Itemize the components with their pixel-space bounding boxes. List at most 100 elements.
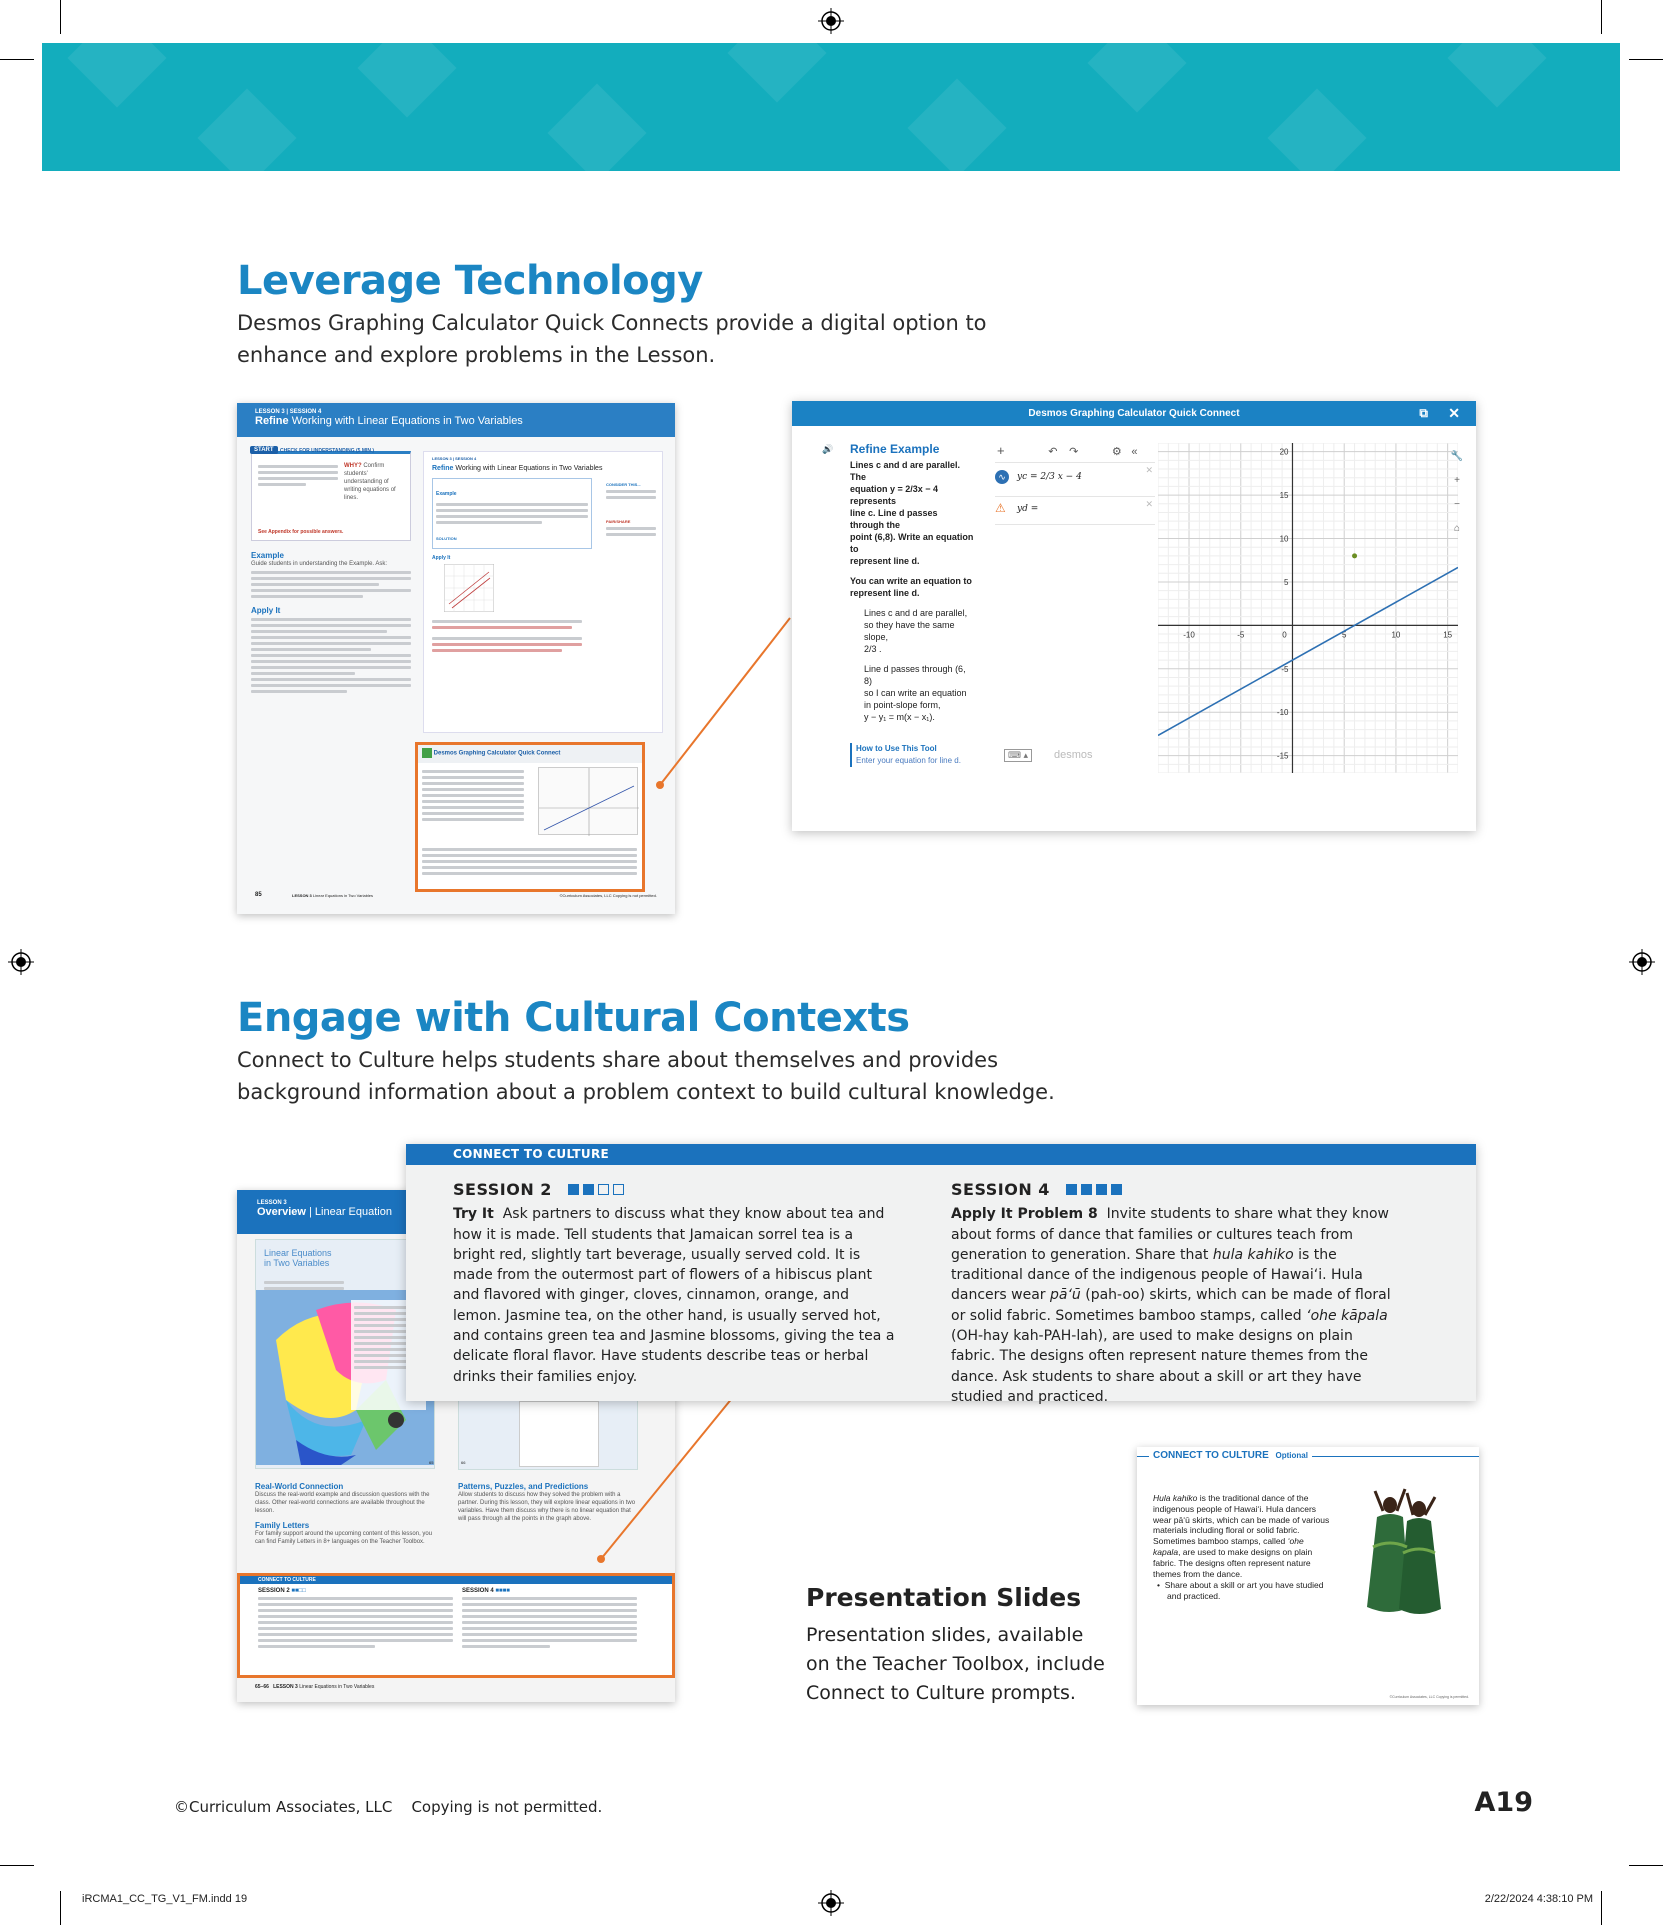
wrench-icon[interactable]: 🔧 (1450, 451, 1464, 462)
close-icon[interactable]: ✕ (1448, 405, 1460, 421)
crop-mark (1629, 59, 1663, 60)
x-tick-label: 0 (1282, 630, 1287, 639)
page-title: Working with Linear Equations in Two Var… (291, 415, 523, 427)
expression-1[interactable]: yc = 2/3 x − 4 (1017, 472, 1082, 482)
delete-icon[interactable]: ✕ (1145, 465, 1153, 475)
footer-copy-note: Copying is not permitted. (411, 1798, 603, 1816)
culture-slide-thumbnail: CONNECT TO CULTURE Optional Hula kahiko … (1137, 1447, 1479, 1705)
expand-icon[interactable]: ⧉ (1419, 406, 1428, 420)
refine-line: represent line d. (850, 556, 920, 566)
slide-text: Hula kahiko is the traditional dance of … (1153, 1493, 1330, 1602)
session4-em-c: ‘ohe kāpala (1306, 1307, 1388, 1324)
para1-text: Lines c and d are parallel, so they have … (864, 607, 974, 655)
overview-title-bold: Overview (257, 1206, 306, 1218)
overview-s2-label: SESSION 2 (258, 1588, 290, 1594)
example-text: Guide students in understanding the Exam… (251, 561, 388, 567)
slug-file: iRCMA1_CC_TG_V1_FM.indd 19 (82, 1893, 248, 1905)
lesson-page-header: LESSON 3 | SESSION 4 Refine Working with… (237, 403, 675, 437)
footer-lesson: LESSON 3 (292, 893, 312, 898)
footer-copyright-small: ©Curriculum Associates, LLC Copying is n… (559, 893, 657, 898)
why-label: WHY? (344, 463, 362, 469)
session4-em-a: hula kahiko (1212, 1246, 1294, 1263)
expression-2[interactable]: yd = (1017, 504, 1039, 514)
slide-footer: ©Curriculum Associates, LLC Copying is p… (1389, 1695, 1469, 1699)
desmos-box-title: Desmos Graphing Calculator Quick Connect (433, 750, 561, 757)
section-intro-culture: Connect to Culture helps students share … (237, 1048, 1055, 1104)
registration-mark-icon (8, 949, 34, 975)
overview-culture-box: CONNECT TO CULTURE SESSION 2 ■■□□ SESSIO… (237, 1573, 675, 1678)
crop-mark (0, 1865, 34, 1866)
zoom-out-icon[interactable]: − (1454, 499, 1460, 510)
desmos-callout-thumb: Desmos Graphing Calculator Quick Connect (415, 742, 645, 892)
patterns-label: Patterns, Puzzles, and Predictions (458, 1482, 589, 1491)
y-tick-label: 15 (1280, 491, 1289, 500)
overview-inner-title: Linear Equations in Two Variables (264, 1248, 332, 1268)
connect-to-culture-box: CONNECT TO CULTURE SESSION 2 Try It Ask … (406, 1144, 1476, 1405)
overview-s4-label: SESSION 4 (462, 1588, 494, 1594)
collapse-icon[interactable]: « (1131, 446, 1138, 458)
inner-title: Working with Linear Equations in Two Var… (455, 465, 603, 472)
crop-mark (1629, 1865, 1663, 1866)
expression-row-1[interactable]: ∿ yc = 2/3 x − 4 ✕ (995, 463, 1155, 497)
slide-body2: , are used to make designs on plain fabr… (1153, 1546, 1313, 1579)
session4-label: SESSION 4 (951, 1180, 1050, 1199)
slide-header: CONNECT TO CULTURE (1153, 1450, 1269, 1461)
warning-icon: ⚠ (995, 501, 1006, 515)
page-number: 85 (255, 892, 262, 898)
x-tick-label: 5 (1342, 630, 1347, 639)
footer-copyright: ©Curriculum Associates, LLC (174, 1798, 393, 1816)
breadcrumb: LESSON 3 | SESSION 4 (255, 409, 322, 415)
y-tick-label: -10 (1277, 708, 1289, 717)
inner-pairshare: PAIR/SHARE (606, 519, 631, 524)
overview-footer-title: Linear Equations in Two Variables (299, 1684, 375, 1690)
speaker-icon[interactable]: 🔊 (822, 444, 834, 454)
expression-row-2[interactable]: ⚠ yd = ✕ (995, 497, 1155, 525)
session4-lead: Apply It Problem 8 (951, 1206, 1098, 1223)
session4-body-a: Invite students to share what they know … (951, 1206, 1389, 1263)
presentation-line: Presentation slides, available (806, 1624, 1084, 1646)
y-tick-label: 10 (1280, 535, 1289, 544)
settings-icon[interactable]: ⚙ (1111, 446, 1122, 458)
keyboard-icon[interactable]: ⌨ ▴ (1004, 749, 1033, 762)
why-text: Confirm students' understanding of writi… (344, 463, 396, 501)
inner-title-bold: Refine (432, 465, 454, 472)
how-to-box: How to Use This Tool Enter your equation… (850, 743, 980, 767)
redo-icon[interactable]: ↷ (1069, 446, 1079, 458)
session2-body: Ask partners to discuss what they know a… (453, 1206, 895, 1385)
crop-mark (60, 1891, 61, 1925)
session2-title: SESSION 2 (453, 1180, 898, 1200)
home-icon[interactable]: ⌂ (1453, 523, 1461, 534)
inner-example: Example (436, 491, 457, 497)
page-badge-right: 66 (461, 1460, 466, 1465)
desmos-logo: desmos (1054, 749, 1093, 761)
y-tick-label: 5 (1284, 578, 1289, 587)
overview-breadcrumb: LESSON 3 (257, 1200, 287, 1206)
inner-breadcrumb: LESSON 3 | SESSION 4 (432, 456, 477, 461)
add-expression-icon[interactable]: + (997, 443, 1005, 458)
zoom-in-icon[interactable]: + (1454, 475, 1460, 486)
section-title-technology: Leverage Technology (237, 258, 703, 304)
can-write-line: You can write an equation to (850, 576, 972, 586)
example-heading: Example (251, 551, 284, 560)
para2-line: in point-slope form, (864, 700, 941, 710)
inner-consider: CONSIDER THIS... (606, 482, 641, 487)
inner-apply: Apply It (432, 555, 451, 561)
solution-label: SOLUTION (436, 536, 457, 541)
session4-text: Apply It Problem 8 Invite students to sh… (951, 1204, 1401, 1407)
page-id: A19 (1474, 1787, 1533, 1818)
para1-line: so they have the same slope, (864, 620, 955, 642)
delete-icon[interactable]: ✕ (1145, 499, 1153, 509)
overview-right-page (458, 1400, 638, 1470)
session4-body-d: (OH-hay kah-PAH-lah), are used to make d… (951, 1328, 1369, 1405)
slide-body: is the traditional dance of the indigeno… (1153, 1493, 1330, 1547)
session4-em-b: pā‘ū (1050, 1287, 1081, 1304)
expression-list: + ↶ ↷ ⚙ « ∿ yc = 2/3 x − 4 ✕ ⚠ yd = ✕ (995, 443, 1155, 525)
point-6-8 (1352, 553, 1358, 559)
para1-line: Lines c and d are parallel, (864, 608, 968, 618)
apply-heading: Apply It (251, 606, 281, 615)
undo-icon[interactable]: ↶ (1048, 446, 1058, 458)
overview-title: Linear Equation (314, 1206, 392, 1218)
